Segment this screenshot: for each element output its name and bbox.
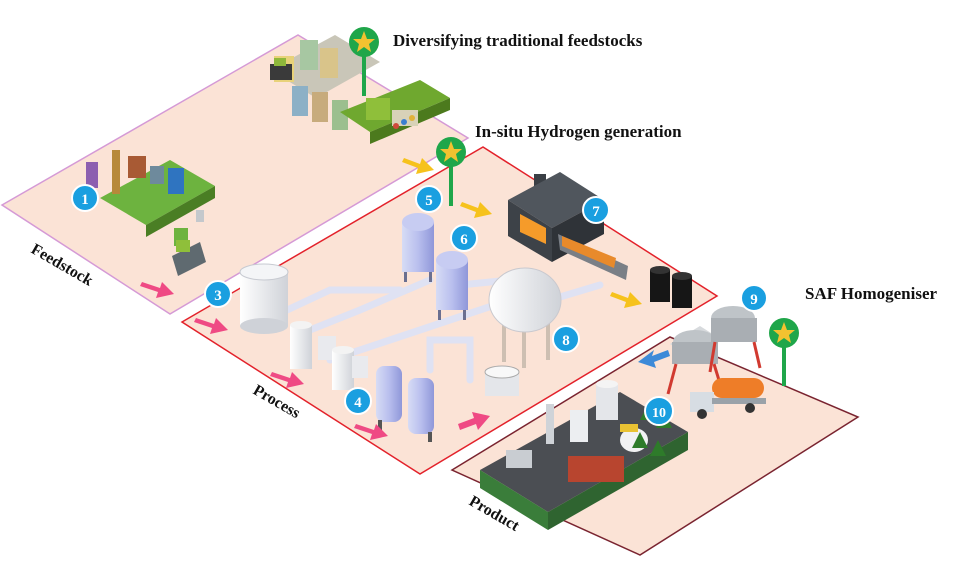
- large-storage-tank: [239, 263, 289, 334]
- yellow-arrow-1: [402, 158, 434, 174]
- pink-arrow-5: [458, 412, 490, 430]
- step-badge-1: 1: [71, 184, 99, 212]
- step-badges: 1 3 4 5 6 7 8 9: [71, 184, 768, 426]
- svg-text:10: 10: [652, 406, 666, 421]
- homogeniser-silos: [666, 306, 762, 395]
- step-badge-10: 10: [644, 396, 674, 426]
- callout-feedstocks: Diversifying traditional feedstocks: [393, 31, 643, 50]
- spherical-tank: [488, 267, 562, 368]
- flow-arrows: [140, 158, 670, 440]
- callout-homogeniser: SAF Homogeniser: [805, 284, 938, 303]
- step-badge-4: 4: [344, 387, 372, 415]
- svg-text:5: 5: [425, 193, 433, 209]
- yellow-arrow-3: [610, 292, 642, 308]
- pink-arrow-1: [140, 282, 174, 298]
- step-badge-3: 3: [204, 280, 232, 308]
- svg-text:8: 8: [562, 333, 570, 349]
- step-badge-6: 6: [450, 224, 478, 252]
- small-drum: [484, 365, 520, 396]
- crude-barrels: [650, 266, 692, 308]
- svg-text:1: 1: [81, 192, 89, 208]
- step-badge-9: 9: [740, 284, 768, 312]
- svg-text:6: 6: [460, 232, 468, 248]
- step-badge-8: 8: [552, 325, 580, 353]
- feedstock-zone: [0, 34, 470, 315]
- step-badge-7: 7: [582, 196, 610, 224]
- pin-homogeniser: [769, 318, 799, 386]
- step-badge-5: 5: [415, 185, 443, 213]
- hydrogen-vessel-b: [436, 251, 468, 320]
- svg-text:3: 3: [214, 288, 222, 304]
- star-icon: [773, 322, 795, 343]
- star-icon: [353, 31, 375, 52]
- svg-text:9: 9: [750, 292, 758, 308]
- pink-arrow-4: [354, 424, 388, 440]
- columns-pair: [376, 366, 434, 442]
- small-separators: [290, 321, 368, 390]
- feedstock-reactor-illustration: [86, 150, 215, 276]
- blue-arrow: [638, 350, 670, 368]
- star-icon: [440, 141, 462, 162]
- hydrogen-vessel-a: [402, 213, 434, 282]
- refinery-illustration: [480, 380, 688, 530]
- fuel-tanker-truck: [690, 378, 766, 419]
- pink-arrow-3: [270, 372, 304, 388]
- pin-hydrogen: [436, 137, 466, 206]
- pin-feedstocks: [349, 27, 379, 96]
- yellow-arrow-2: [460, 202, 492, 218]
- svg-text:7: 7: [592, 204, 600, 220]
- pink-arrow-2: [194, 318, 228, 334]
- svg-text:4: 4: [354, 395, 362, 411]
- callout-hydrogen: In-situ Hydrogen generation: [475, 122, 682, 141]
